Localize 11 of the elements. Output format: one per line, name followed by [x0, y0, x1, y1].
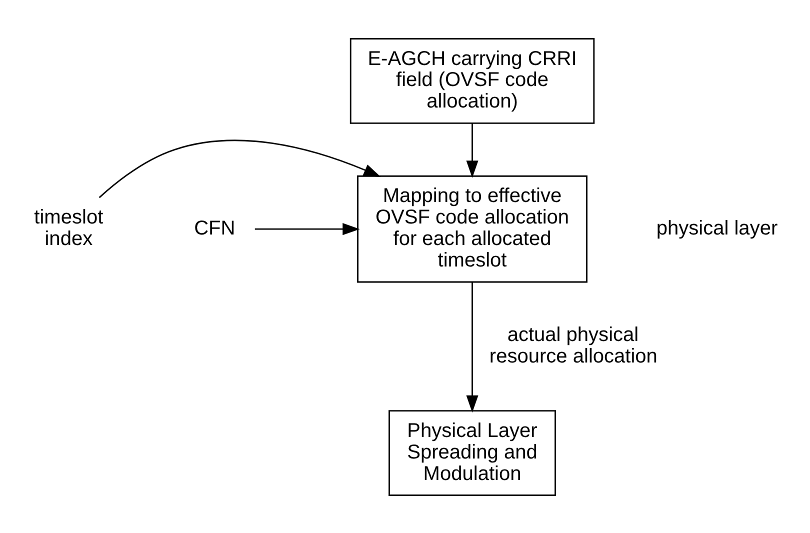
node-text: timeslot index — [34, 206, 104, 250]
arrow — [254, 222, 360, 235]
label: physical layer — [656, 216, 778, 239]
arrow — [98, 139, 381, 198]
node-box: Physical Layer Spreading and Modulation — [388, 410, 556, 496]
node-text: CFN — [194, 216, 236, 239]
node-box: Mapping to effective OVSF code allocation for each allocated timeslot — [357, 174, 588, 282]
arrow — [466, 282, 478, 412]
edge-label: actual physical resource allocation — [489, 323, 658, 367]
arrow — [466, 122, 478, 178]
node-box: E-AGCH carrying CRRI field (OVSF code allocation) — [350, 38, 595, 124]
